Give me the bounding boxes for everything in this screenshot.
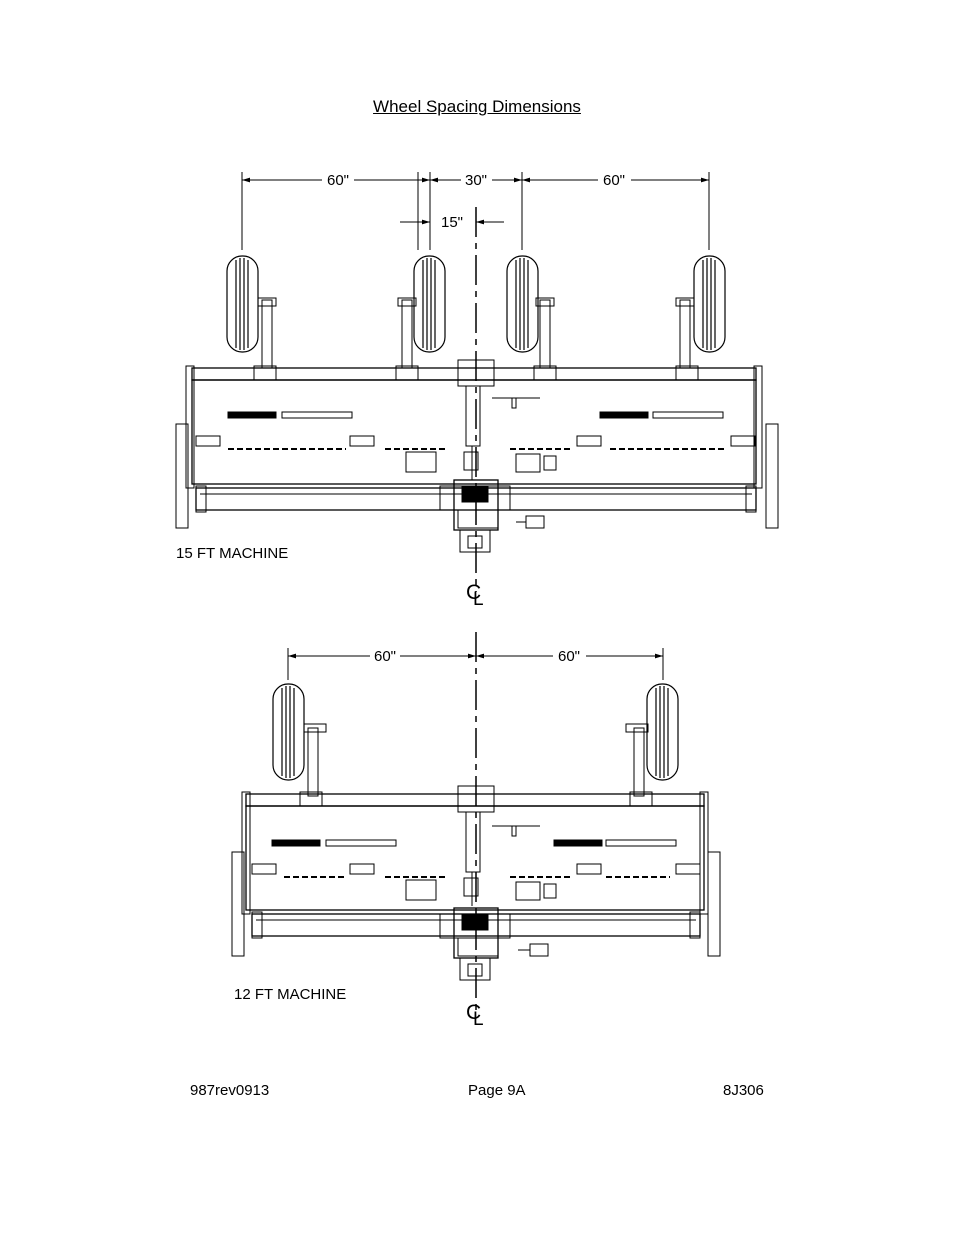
dim-60-left-15ft: 60" [327, 172, 349, 189]
dim-60-left-12ft: 60" [374, 648, 396, 665]
svg-text:L: L [473, 1009, 484, 1030]
footer-revision: 987rev0913 [190, 1082, 270, 1099]
svg-text:L: L [473, 589, 484, 610]
centerline-symbol: C L [466, 1001, 484, 1030]
tire [646, 683, 679, 781]
machine-12ft-diagram [231, 632, 721, 1012]
machine-12ft-label: 12 FT MACHINE [234, 986, 347, 1003]
dim-30-center-15ft: 30" [465, 172, 487, 189]
tire [226, 255, 259, 353]
footer-part-number: 8J306 [723, 1082, 764, 1099]
machine-15ft-label: 15 FT MACHINE [176, 545, 289, 562]
footer-page-number: Page 9A [468, 1082, 526, 1099]
tire [413, 255, 446, 353]
machine-15ft-diagram [175, 172, 779, 592]
tire [693, 255, 726, 353]
page-title: Wheel Spacing Dimensions [373, 97, 581, 116]
svg-text:C: C [466, 581, 481, 604]
tire [272, 683, 305, 781]
tire [506, 255, 539, 353]
dim-60-right-15ft: 60" [603, 172, 625, 189]
dim-60-right-12ft: 60" [558, 648, 580, 665]
svg-text:C: C [466, 1001, 481, 1024]
centerline-symbol: C L [466, 581, 484, 610]
dim-15-offset-15ft: 15" [441, 214, 463, 231]
